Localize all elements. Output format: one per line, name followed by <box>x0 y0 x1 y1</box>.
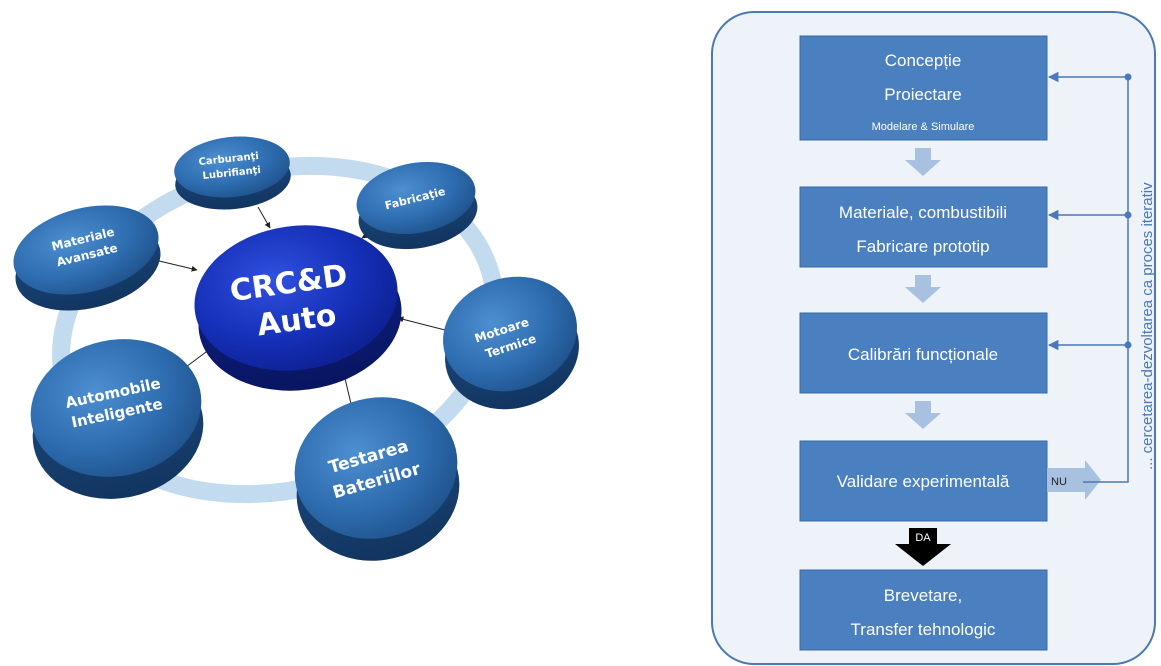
satellite-fabricatie: Fabricaţie <box>356 161 478 250</box>
step-materiale: Materiale, combustibili Fabricare protot… <box>799 186 1048 268</box>
feedback-loop <box>1047 71 1132 483</box>
step-validare: Validare experimentală <box>799 440 1048 522</box>
step-conceptie-line2: Proiectare <box>884 85 961 104</box>
satellite-materiale: Materiale Avansate <box>13 205 161 311</box>
step-validare-line1: Validare experimentală <box>837 472 1010 491</box>
step-calibrari: Calibrări funcționale <box>799 312 1048 394</box>
process-flow: Concepție Proiectare Modelare & Simulare… <box>711 11 1156 665</box>
yes-branch: DA <box>895 528 951 566</box>
arrow-motoare-hub <box>397 316 446 331</box>
step-brevetare-line2: Transfer tehnologic <box>851 620 996 639</box>
step-materiale-line1: Materiale, combustibili <box>839 203 1007 222</box>
step-brevetare-line1: Brevetare, <box>884 586 962 605</box>
step-materiale-line2: Fabricare prototip <box>856 237 989 256</box>
step-conceptie-subline: Modelare & Simulare <box>872 121 975 133</box>
step-brevetare: Brevetare, Transfer tehnologic <box>799 569 1048 651</box>
yes-label: DA <box>915 532 931 544</box>
step-conceptie-line1: Concepție <box>885 51 962 70</box>
hub-node: CRC&D Auto <box>194 225 402 391</box>
arrow-carburanti-hub <box>257 206 271 229</box>
step-conceptie: Concepție Proiectare Modelare & Simulare <box>799 35 1048 141</box>
step-calibrari-line1: Calibrări funcționale <box>848 345 998 364</box>
hub-diagram: CRC&D Auto Carburanţi Lubrifianţi Fabric… <box>13 136 579 561</box>
satellite-testarea: Testarea Bateriilor <box>294 397 460 561</box>
satellite-automobile: Automobile Inteligente <box>30 339 204 499</box>
satellite-carburanti: Carburanţi Lubrifianţi <box>174 136 291 210</box>
down-arrow-3 <box>905 401 941 429</box>
down-arrow-1 <box>905 148 941 176</box>
no-branch: NU <box>1047 460 1101 500</box>
satellite-motoare: Motoare Termice <box>443 276 579 410</box>
down-arrow-2 <box>905 275 941 303</box>
arrow-materiale-hub <box>154 259 198 272</box>
no-label: NU <box>1051 476 1067 488</box>
iterative-note: ... cercetarea-dezvoltarea ca proces ite… <box>1139 182 1156 470</box>
